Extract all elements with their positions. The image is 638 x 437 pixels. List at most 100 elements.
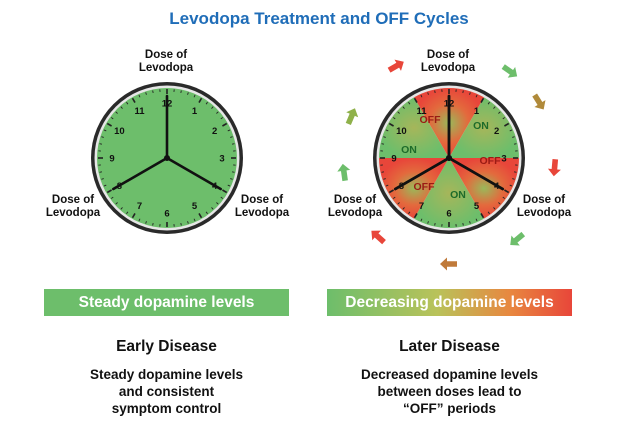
clock-number: 10 bbox=[396, 126, 407, 137]
on-sector bbox=[379, 97, 449, 158]
clock-tick bbox=[138, 218, 141, 222]
clock-tick bbox=[493, 207, 496, 210]
cycle-arrow bbox=[510, 231, 526, 246]
off-sector bbox=[379, 158, 449, 219]
clock-tick bbox=[509, 129, 513, 132]
clock-tick bbox=[193, 94, 196, 98]
clock-tick bbox=[480, 213, 485, 219]
clock-tick bbox=[383, 178, 386, 180]
clock-tick bbox=[131, 213, 136, 219]
clock-number: 9 bbox=[109, 154, 114, 165]
off-label: OFF bbox=[420, 114, 442, 126]
later-disease-clock: 121234567891011OFFONOFFONOFFON bbox=[337, 59, 561, 271]
clock-tick bbox=[101, 136, 104, 138]
cycle-arrow bbox=[371, 230, 386, 245]
clock-number: 7 bbox=[419, 201, 424, 212]
clock-tick bbox=[388, 122, 394, 127]
clock-tick bbox=[502, 117, 506, 120]
clock-number: 11 bbox=[134, 106, 145, 117]
clock-tick bbox=[408, 211, 411, 215]
cycle-arrow bbox=[337, 163, 351, 182]
clock-tick bbox=[498, 111, 501, 114]
clock-tick bbox=[110, 196, 114, 199]
later-disease-description: Decreased dopamine levels between doses … bbox=[360, 367, 539, 416]
clock-center bbox=[446, 155, 452, 161]
off-label: OFF bbox=[480, 155, 502, 167]
clock-tick bbox=[502, 196, 506, 199]
clock-tick bbox=[205, 101, 208, 105]
clock-number: 5 bbox=[474, 201, 480, 212]
clock-tick bbox=[381, 171, 385, 173]
clock-tick bbox=[99, 143, 103, 145]
clock-tick bbox=[227, 184, 231, 187]
clock-tick bbox=[420, 94, 423, 98]
clock-tick bbox=[230, 136, 233, 138]
clock-tick bbox=[462, 222, 464, 226]
clock-tick bbox=[120, 106, 123, 109]
clock-number: 1 bbox=[192, 106, 198, 117]
clock-tick bbox=[512, 136, 515, 138]
clock-tick bbox=[469, 221, 471, 224]
clock-tick bbox=[101, 178, 104, 180]
clock-tick bbox=[397, 202, 400, 205]
clock-tick bbox=[402, 207, 405, 210]
later-disease-heading: Later Disease bbox=[399, 338, 500, 355]
clock-tick bbox=[413, 213, 418, 219]
clock-tick bbox=[383, 136, 386, 138]
clock-tick bbox=[180, 222, 182, 226]
early-disease-clock: 121234567891011 bbox=[91, 82, 243, 234]
clock-tick bbox=[392, 196, 396, 199]
clock-tick bbox=[216, 202, 219, 205]
decreasing-dopamine-band: Decreasing dopamine levels bbox=[327, 289, 572, 316]
early-disease-heading: Early Disease bbox=[116, 338, 217, 355]
clock-tick bbox=[138, 94, 141, 98]
clock-tick bbox=[145, 92, 147, 95]
clock-tick bbox=[205, 211, 208, 215]
page-title: Levodopa Treatment and OFF Cycles bbox=[169, 9, 469, 28]
clock-number: 6 bbox=[446, 209, 451, 220]
clock-tick bbox=[413, 97, 418, 103]
on-sector bbox=[449, 97, 519, 158]
on-label: ON bbox=[473, 120, 489, 132]
clock-tick bbox=[231, 171, 235, 173]
clock-tick bbox=[216, 111, 219, 114]
clock-tick bbox=[513, 171, 517, 173]
clock-tick bbox=[211, 207, 214, 210]
cycle-arrow bbox=[345, 108, 359, 126]
clock-tick bbox=[408, 101, 411, 105]
clock-tick bbox=[152, 222, 154, 226]
clock-tick bbox=[220, 196, 224, 199]
clock-number: 3 bbox=[219, 154, 224, 165]
clock-tick bbox=[198, 97, 203, 103]
clock-tick bbox=[198, 213, 203, 219]
on-label: ON bbox=[450, 189, 466, 201]
clock-hand bbox=[112, 156, 169, 191]
clock-number: 11 bbox=[416, 106, 427, 117]
on-sector bbox=[414, 158, 484, 228]
clock-tick bbox=[126, 101, 129, 105]
clock-tick bbox=[131, 97, 136, 103]
clock-tick bbox=[103, 129, 107, 132]
clock-tick bbox=[145, 221, 147, 224]
off-sector bbox=[449, 158, 519, 219]
clock-number: 10 bbox=[114, 126, 125, 137]
clock-number: 9 bbox=[391, 154, 396, 165]
clock-tick bbox=[106, 122, 112, 127]
clock-center bbox=[164, 155, 170, 161]
clock-tick bbox=[487, 101, 490, 105]
clock-tick bbox=[434, 90, 436, 94]
clock-number: 7 bbox=[137, 201, 142, 212]
steady-dopamine-band: Steady dopamine levels bbox=[44, 289, 289, 316]
clock-tick bbox=[231, 143, 235, 145]
clock-tick bbox=[110, 117, 114, 120]
clock-tick bbox=[220, 117, 224, 120]
clock-number: 6 bbox=[164, 209, 169, 220]
clock-tick bbox=[475, 94, 478, 98]
clock-tick bbox=[230, 178, 233, 180]
cycle-arrow bbox=[440, 257, 457, 271]
clock-number: 2 bbox=[212, 126, 217, 137]
